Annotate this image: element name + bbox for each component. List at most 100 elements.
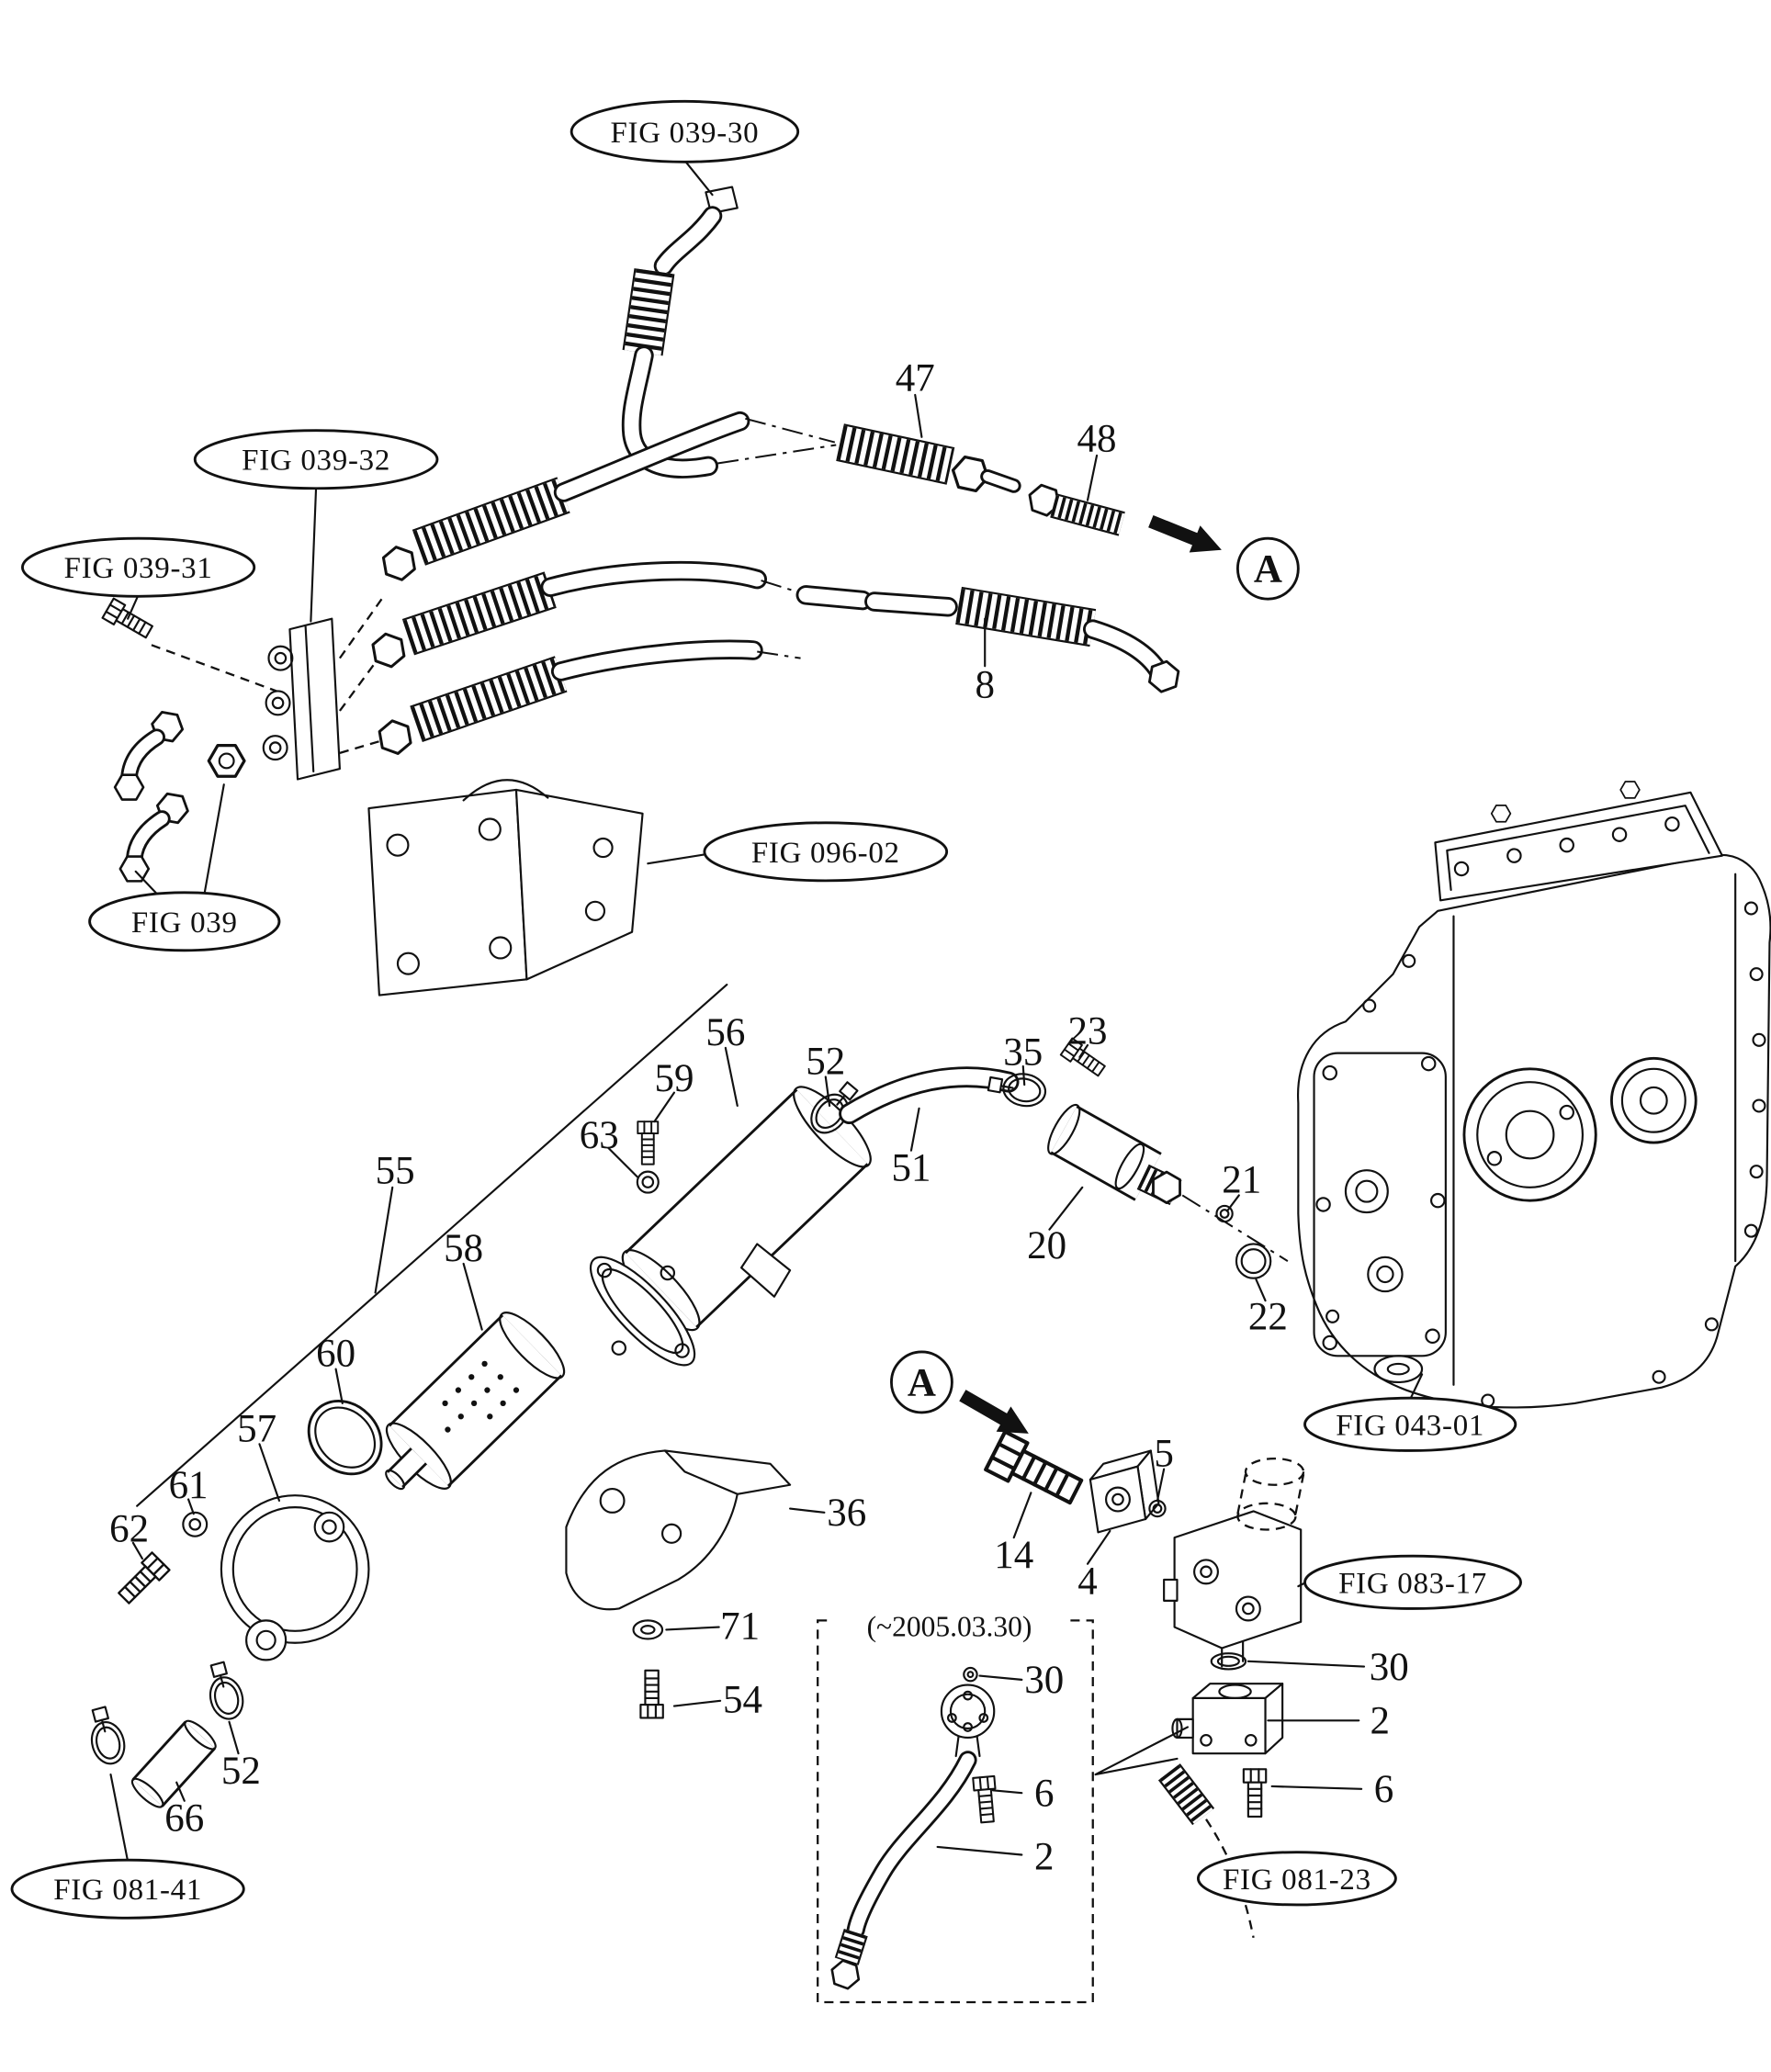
fig-label[interactable]: FIG 039-30 — [610, 117, 759, 150]
fig-ref-039-30[interactable]: FIG 039-30 — [570, 99, 800, 163]
cooler-cover — [220, 1494, 370, 1661]
tube-66 — [130, 1719, 217, 1808]
part-label-58: 58 — [444, 1227, 483, 1270]
part-label-57: 57 — [237, 1407, 276, 1450]
part-label-60: 60 — [316, 1333, 355, 1376]
part-label-52b: 52 — [221, 1750, 261, 1793]
fig-ref-096-02[interactable]: FIG 096-02 — [703, 821, 949, 883]
part-label-54: 54 — [723, 1679, 762, 1722]
hose-clamp-fig-081-41 — [82, 1703, 130, 1769]
fig-ref-043-01[interactable]: FIG 043-01 — [1303, 1396, 1517, 1452]
hose-nut-icon — [367, 629, 411, 671]
filter-perforations — [442, 1360, 520, 1433]
fig-label[interactable]: FIG 083-17 — [1338, 1567, 1487, 1600]
coupling-20 — [1047, 1103, 1189, 1209]
washer-61 — [182, 1511, 209, 1537]
cover-bolt-icon — [1490, 804, 1512, 823]
transmission-housing — [1297, 781, 1771, 1409]
bolt-6-old — [972, 1774, 999, 1824]
hose-clamp-52-lower — [200, 1659, 249, 1724]
adapter-block-2-current — [1094, 1652, 1284, 1939]
fitting-48 — [1023, 480, 1125, 536]
part-label-55: 55 — [376, 1150, 415, 1193]
cooler-body — [621, 1086, 872, 1332]
fig-label[interactable]: FIG 096-02 — [751, 837, 900, 870]
o-ring-22 — [1235, 1243, 1272, 1279]
hose-bundle — [367, 411, 836, 759]
hose-nut-icon — [373, 716, 417, 759]
part-label-61: 61 — [169, 1464, 209, 1507]
plug-gasket — [636, 1170, 660, 1194]
part-label-4: 4 — [1077, 1560, 1098, 1604]
part-label-2: 2 — [1370, 1700, 1390, 1743]
detail-a-letter: A — [1254, 548, 1282, 591]
detail-a-letter: A — [908, 1361, 936, 1404]
cooler-flange — [589, 1256, 696, 1367]
bleeder-plug — [637, 1120, 660, 1166]
exploded-axis-line — [136, 984, 728, 1507]
direction-arrow-to-a — [1145, 507, 1227, 564]
part-label-59: 59 — [654, 1057, 694, 1100]
part-label-66: 66 — [164, 1797, 204, 1841]
fig-ref-039[interactable]: FIG 039 — [88, 891, 281, 952]
part-labels: 47 48 8 56 59 63 52 51 35 23 20 21 22 55… — [109, 357, 1409, 1879]
hose-8 — [795, 585, 1186, 699]
part-label-52: 52 — [806, 1041, 845, 1084]
fig-ref-081-41[interactable]: FIG 081-41 — [10, 1858, 245, 1920]
date-note: (~2005.03.30) — [867, 1611, 1032, 1643]
manifold-block — [262, 594, 386, 781]
fig-label[interactable]: FIG 081-23 — [1223, 1864, 1371, 1897]
fig-label[interactable]: FIG 039 — [131, 906, 238, 940]
bolt-14 — [986, 1432, 1085, 1511]
o-ring-30-old — [963, 1666, 978, 1683]
filter-element — [385, 1312, 566, 1491]
bolt-62 — [114, 1551, 171, 1608]
part-label-6: 6 — [1374, 1768, 1394, 1811]
housing-top-cover — [1434, 791, 1723, 902]
part-label-14: 14 — [994, 1534, 1033, 1577]
part-label-35: 35 — [1003, 1031, 1043, 1075]
part-label-22: 22 — [1248, 1296, 1288, 1339]
part-label-47: 47 — [896, 357, 935, 400]
part-label-71: 71 — [720, 1605, 760, 1648]
fig-ref-039-32[interactable]: FIG 039-32 — [193, 429, 439, 490]
fig-label[interactable]: FIG 039-31 — [64, 552, 213, 585]
part-label-5: 5 — [1154, 1433, 1174, 1476]
detail-a-marker-top: A — [1235, 536, 1300, 601]
cover-bolt-icon — [1619, 781, 1641, 799]
part-label-62: 62 — [109, 1507, 149, 1550]
old-style-box: (~2005.03.30) — [817, 1611, 1094, 2004]
cooler-mount-tab — [739, 1243, 792, 1298]
washer-71 — [632, 1619, 664, 1640]
bracket-36 — [565, 1449, 792, 1611]
part-label-51: 51 — [891, 1147, 931, 1190]
part-label-56: 56 — [705, 1011, 745, 1054]
part-label-8: 8 — [975, 664, 995, 707]
cooler-assembly — [82, 984, 1289, 1808]
fig-label[interactable]: FIG 081-41 — [53, 1874, 202, 1907]
fig-label[interactable]: FIG 043-01 — [1336, 1409, 1484, 1442]
hose-nut-icon — [377, 543, 422, 584]
detail-a-marker-bottom: A — [890, 1350, 953, 1414]
bolt-fig-039-31 — [101, 597, 277, 693]
part-label-23: 23 — [1068, 1010, 1108, 1053]
bolt-54 — [639, 1669, 664, 1719]
fig-ref-081-23[interactable]: FIG 081-23 — [1196, 1851, 1397, 1907]
hose-51 — [839, 1066, 1020, 1125]
part-label-30-old: 30 — [1024, 1659, 1064, 1702]
part-label-30: 30 — [1370, 1646, 1409, 1689]
fig-label[interactable]: FIG 039-32 — [242, 445, 390, 478]
o-ring-21 — [1215, 1204, 1234, 1223]
part-label-21: 21 — [1222, 1159, 1261, 1202]
fitting-47 — [836, 423, 1021, 495]
fig-ref-083-17[interactable]: FIG 083-17 — [1303, 1554, 1522, 1610]
hose-fig-039-30 — [621, 186, 837, 479]
part-label-6-old: 6 — [1034, 1772, 1055, 1815]
part-label-63: 63 — [580, 1114, 619, 1157]
direction-arrow-from-a — [954, 1382, 1036, 1447]
hex-plug-icon — [207, 744, 246, 778]
fig-ref-039-31[interactable]: FIG 039-31 — [21, 536, 256, 598]
part-label-36: 36 — [827, 1492, 866, 1535]
